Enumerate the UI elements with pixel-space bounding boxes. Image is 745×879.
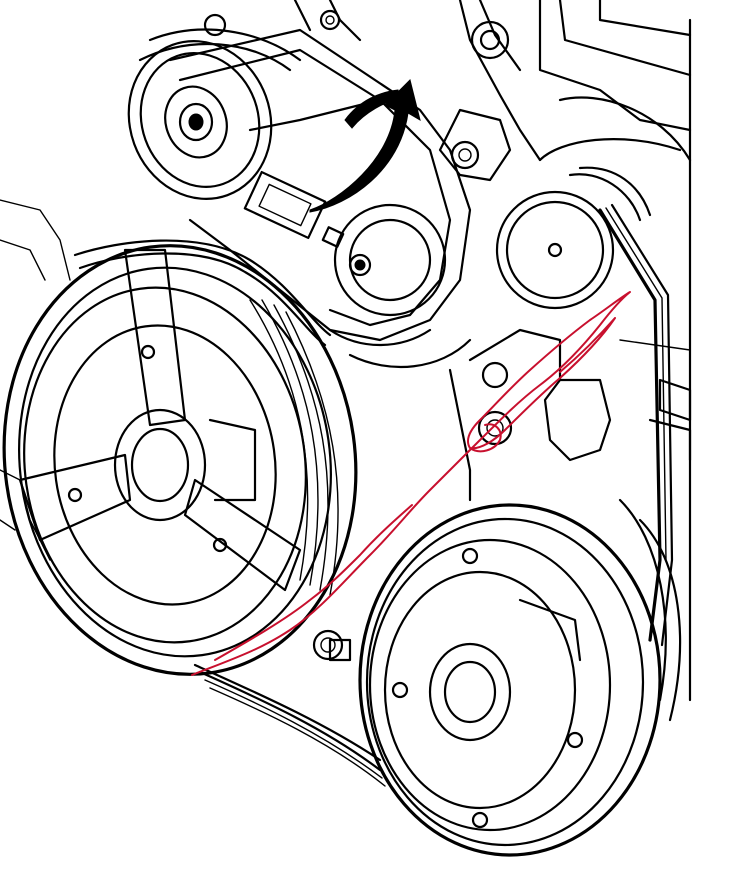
red-markup-line — [191, 291, 631, 676]
tensioner-pulley — [127, 28, 302, 200]
idler-pulley-right — [495, 166, 652, 310]
serpentine-belt — [73, 203, 674, 787]
rotation-arrow-icon — [309, 79, 421, 213]
water-pump-pulley — [358, 498, 682, 857]
crankshaft-pulley — [2, 244, 358, 676]
engine-block-outline — [0, 0, 692, 702]
